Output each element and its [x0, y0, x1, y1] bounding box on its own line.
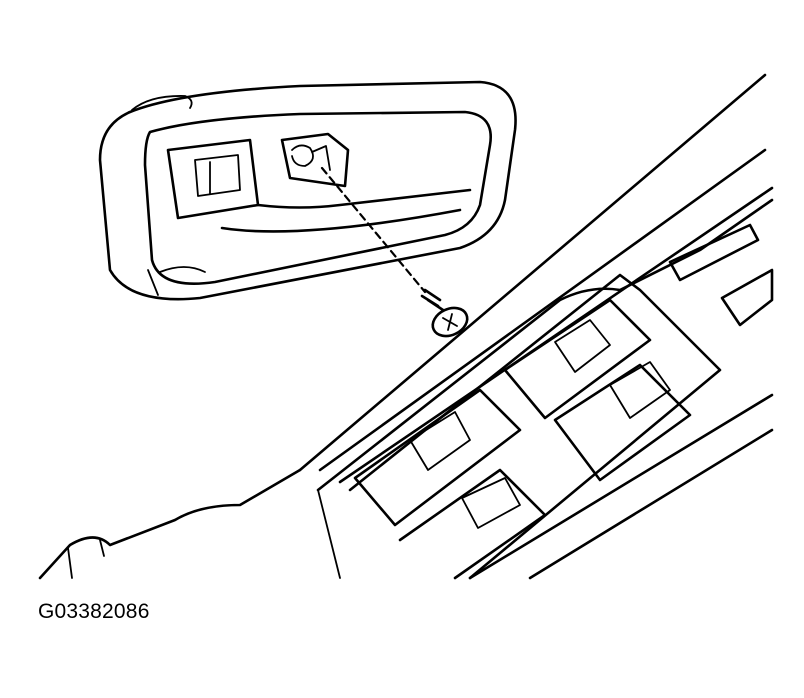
mirror-lock-switches [668, 223, 774, 327]
power-window-switch-panel [316, 198, 774, 580]
screw-alignment-line [320, 166, 427, 294]
figure-code-label: G03382086 [38, 600, 150, 623]
screw-mounting-bracket [280, 132, 350, 188]
inside-door-handle-bezel [98, 80, 517, 301]
door-trim-panel [38, 73, 774, 580]
door-handle-lever [166, 138, 472, 233]
trim-screw [420, 288, 469, 338]
